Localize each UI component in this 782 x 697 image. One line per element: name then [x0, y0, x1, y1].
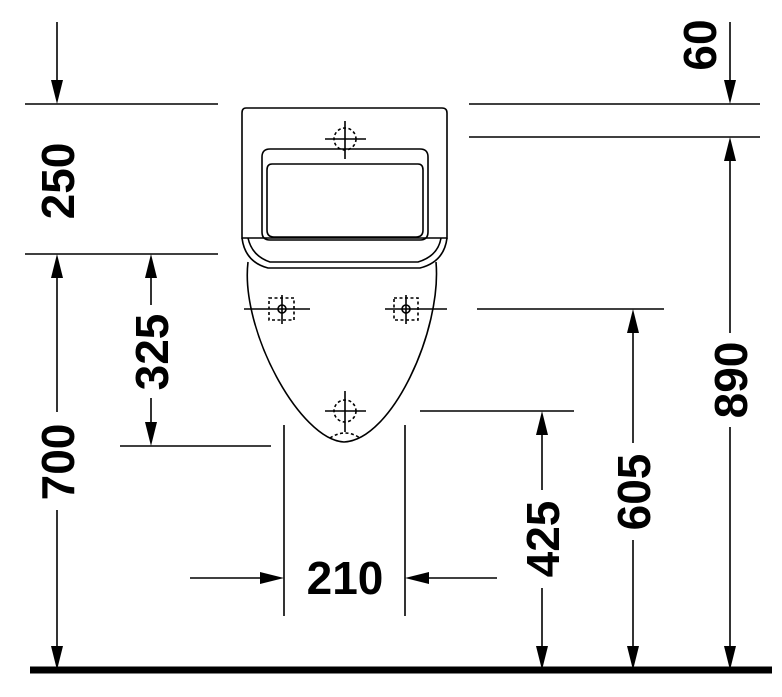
- dimension-210: 210: [190, 552, 497, 604]
- label-60: 60: [674, 19, 726, 70]
- outlet-hole: [325, 391, 366, 439]
- label-700: 700: [32, 424, 84, 501]
- dimension-325: 325: [126, 254, 178, 446]
- extension-lines: [25, 103, 760, 616]
- urinal-outline: [241, 107, 448, 443]
- label-425: 425: [517, 501, 569, 578]
- label-890: 890: [705, 342, 757, 419]
- dimension-250: 250: [32, 22, 84, 219]
- dimension-425: 425: [517, 411, 569, 670]
- label-605: 605: [608, 454, 660, 531]
- label-210: 210: [307, 552, 384, 604]
- label-325: 325: [126, 314, 178, 391]
- bowl-opening: [261, 148, 429, 241]
- right-fixing-hole: [385, 295, 447, 324]
- top-inlet-hole: [325, 121, 366, 159]
- dimension-605: 605: [608, 309, 660, 670]
- label-250: 250: [32, 143, 84, 220]
- dimension-60: 60: [674, 19, 736, 104]
- left-fixing-hole: [244, 295, 310, 324]
- dimension-700: 700: [32, 254, 84, 670]
- dimension-890: 890: [705, 137, 757, 670]
